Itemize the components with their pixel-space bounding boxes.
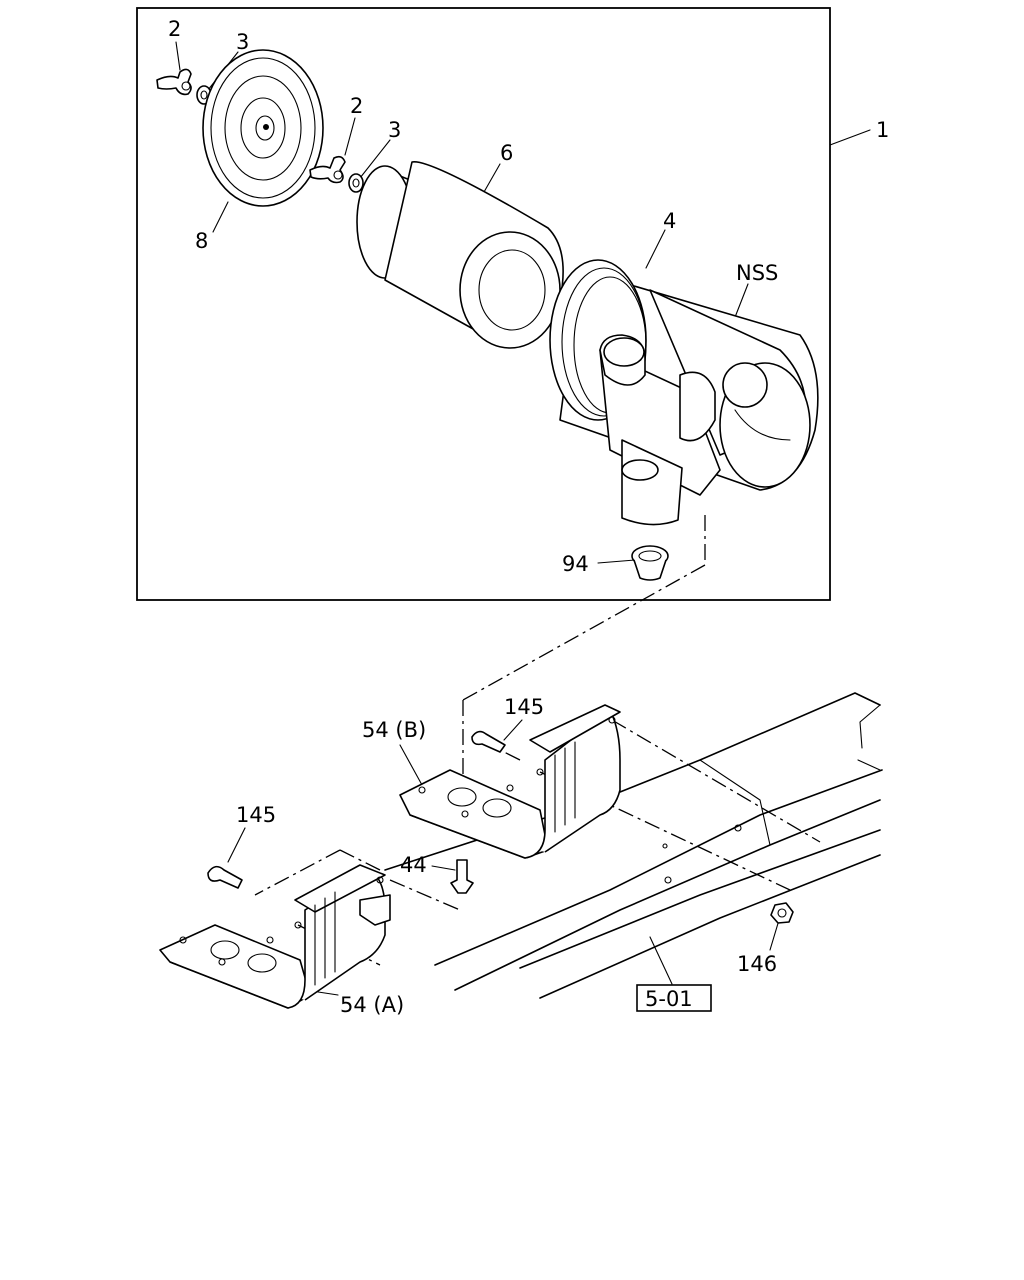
bracket-a (159, 864, 391, 1009)
callout-3-top: 3 (236, 30, 249, 54)
callout-54a: 54 (A) (340, 993, 404, 1017)
callout-145-b: 145 (504, 695, 544, 719)
callout-2-mid: 2 (350, 94, 363, 118)
callout-145-a: 145 (236, 803, 276, 827)
air-cleaner-body (549, 259, 819, 526)
callout-6: 6 (500, 141, 513, 165)
assembly-group-box (136, 7, 831, 601)
filter-element (356, 161, 564, 349)
callout-94: 94 (562, 552, 589, 576)
callout-4: 4 (663, 209, 676, 233)
wing-nut-mid (309, 155, 346, 184)
callout-5-01: 5-01 (645, 987, 693, 1011)
bolt-145-a (207, 865, 243, 889)
bolt-44 (450, 859, 474, 894)
frame-ref-box (636, 984, 712, 1012)
callout-146: 146 (737, 952, 777, 976)
callout-nss: NSS (736, 261, 778, 285)
callout-54b: 54 (B) (362, 718, 426, 742)
cover (202, 49, 324, 207)
callout-8: 8 (195, 229, 208, 253)
frame-rail (384, 692, 883, 999)
bracket-b (399, 704, 621, 859)
bolt-145-b (471, 730, 506, 753)
callout-3-mid: 3 (388, 118, 401, 142)
callout-1: 1 (876, 118, 889, 142)
washer-mid (348, 173, 364, 193)
nut-146 (770, 902, 794, 924)
callout-44: 44 (400, 853, 427, 877)
callout-2-top: 2 (168, 17, 181, 41)
wing-nut-top (156, 68, 192, 96)
drain-valve (631, 545, 669, 581)
callout-labels: 1 2 3 2 3 6 8 4 NSS 94 54 (B) 145 145 44… (168, 17, 889, 1017)
